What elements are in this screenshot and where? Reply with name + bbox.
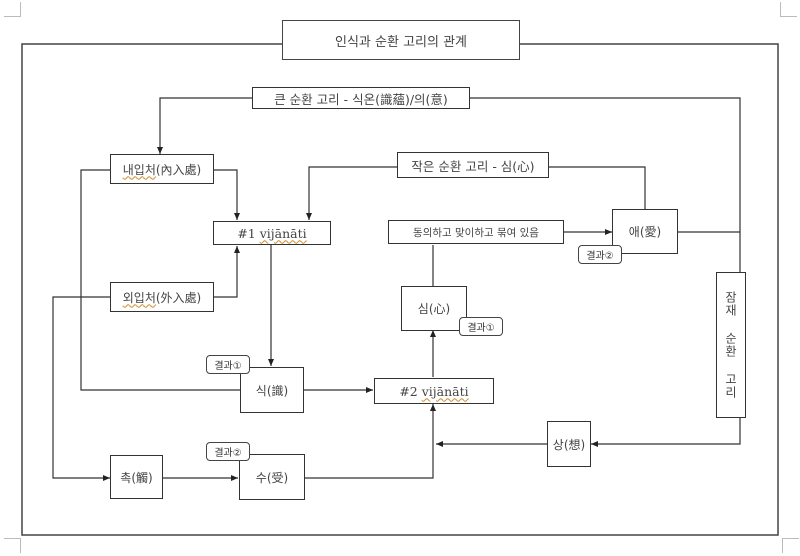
node-perception: 상(想) bbox=[547, 421, 591, 467]
small-loop-text: 작은 순환 고리 - 심(心) bbox=[411, 158, 535, 174]
badge-text: 결과② bbox=[214, 448, 242, 459]
crop-mark-bottom-right bbox=[782, 538, 799, 553]
crop-mark-top-left bbox=[4, 2, 21, 17]
consciousness-text: 식(識) bbox=[255, 383, 289, 398]
badge-result2-feeling: 결과② bbox=[206, 442, 250, 461]
contact-text: 촉(觸) bbox=[120, 470, 153, 485]
node-external-base: 외입처(外入處) bbox=[110, 282, 214, 312]
vijnanati-1-word: vijānāti bbox=[259, 225, 307, 241]
badge-result1-consciousness: 결과① bbox=[206, 355, 250, 374]
node-feeling: 수(受) bbox=[239, 454, 305, 500]
node-internal-base: 내입처(內入處) bbox=[110, 154, 214, 184]
connector-external-to-v1 bbox=[214, 246, 240, 298]
node-vijnanati-1: #1 vijānāti bbox=[213, 221, 331, 245]
node-contact: 촉(觸) bbox=[110, 455, 163, 499]
external-base-prefix: 외입처 bbox=[122, 290, 156, 305]
external-base-suffix: (外入處) bbox=[155, 290, 202, 305]
bound-state-text: 동의하고 맞이하고 묶여 있음 bbox=[413, 226, 539, 239]
mind-text: 심(心) bbox=[417, 302, 451, 316]
connector-internal-left-loop bbox=[80, 169, 240, 391]
connector-feeling-to-v2 bbox=[305, 404, 436, 479]
big-loop-text: 큰 순환 고리 - 식온(識蘊)/의(意) bbox=[274, 91, 448, 107]
badge-text: 결과① bbox=[467, 323, 495, 334]
crop-mark-bottom-left bbox=[4, 538, 21, 553]
node-mind: 심(心) bbox=[401, 286, 467, 331]
node-craving: 애(愛) bbox=[612, 209, 678, 254]
craving-text: 애(愛) bbox=[628, 225, 662, 239]
diagram-title: 인식과 순환 고리의 관계 bbox=[282, 20, 520, 60]
perception-text: 상(想) bbox=[552, 437, 586, 452]
badge-text: 결과① bbox=[214, 361, 242, 372]
big-loop-label: 큰 순환 고리 - 식온(識蘊)/의(意) bbox=[252, 87, 470, 109]
small-loop-label: 작은 순환 고리 - 심(心) bbox=[397, 152, 549, 178]
internal-base-prefix: 내입처 bbox=[122, 162, 156, 177]
feeling-text: 수(受) bbox=[255, 470, 289, 485]
vijnanati-2-word: vijānāti bbox=[421, 383, 469, 399]
node-consciousness: 식(識) bbox=[240, 367, 304, 413]
connector-latent-to-perception bbox=[591, 417, 741, 447]
vijnanati-1-prefix: #1 bbox=[237, 225, 260, 241]
node-vijnanati-2: #2 vijānāti bbox=[374, 378, 494, 404]
connector-external-to-contact bbox=[52, 296, 110, 481]
node-bound-state: 동의하고 맞이하고 묶여 있음 bbox=[388, 220, 564, 244]
latent-loop-text: 잠재 순환 고리 bbox=[723, 291, 738, 399]
internal-base-suffix: (內入處) bbox=[155, 162, 202, 177]
badge-result2-craving: 결과② bbox=[578, 245, 622, 264]
badge-result1-mind: 결과① bbox=[459, 317, 503, 336]
crop-mark-top-right bbox=[780, 2, 797, 17]
title-text: 인식과 순환 고리의 관계 bbox=[335, 34, 467, 50]
latent-loop-label: 잠재 순환 고리 bbox=[716, 272, 746, 418]
connector-internal-to-v1 bbox=[214, 169, 240, 220]
vijnanati-2-prefix: #2 bbox=[399, 383, 422, 399]
badge-text: 결과② bbox=[586, 251, 614, 262]
